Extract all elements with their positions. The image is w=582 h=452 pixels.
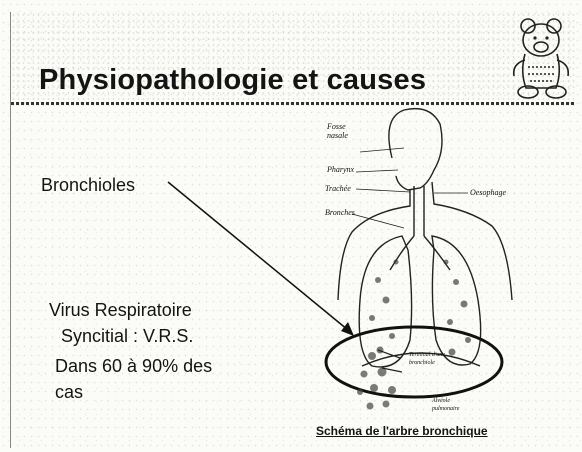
label-oesophage: Oesophage [470,188,506,197]
head-outline [389,109,442,190]
leader-lines [352,148,468,228]
label-alveole-2: pulmonaire [432,406,459,413]
trachea [414,186,424,236]
label-pharynx: Pharynx [327,165,354,174]
arrowhead-icon [341,322,354,336]
label-alveole-1: Alvéole [432,398,450,405]
label-bronches: Bronches [325,208,355,217]
label-terminal-2: bronchiole [409,360,435,367]
lung-alveoli [369,260,471,356]
label-fosse-2: nasale [327,131,348,140]
pointer-arrow [168,182,348,330]
label-terminal-1: Terminal d'une [409,352,445,359]
neck-shoulders [338,182,512,300]
label-fosse-1: Fosse [327,122,346,131]
label-trachee: Trachée [325,184,351,193]
bronchi [390,236,450,270]
diagram-caption: Schéma de l'arbre bronchique [316,424,488,438]
